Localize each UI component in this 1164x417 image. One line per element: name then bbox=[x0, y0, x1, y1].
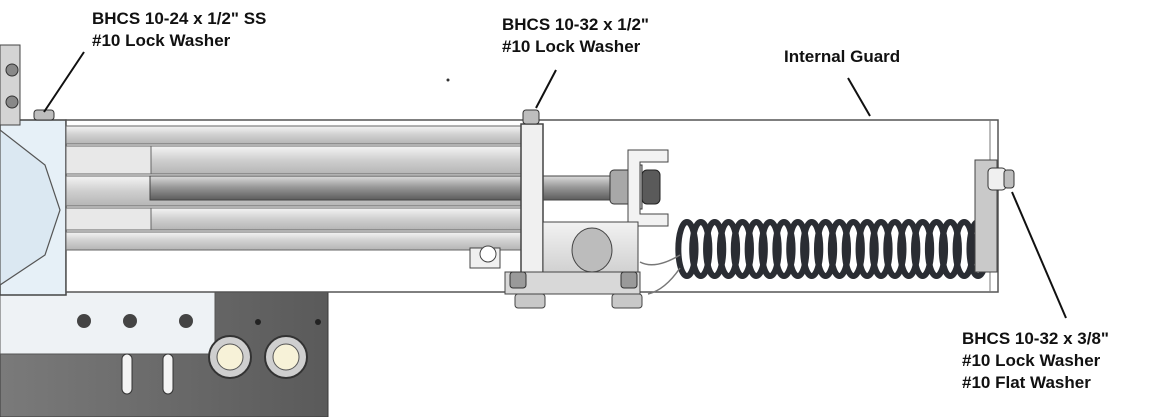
spring-coil bbox=[744, 219, 768, 279]
callout-guard: Internal Guard bbox=[784, 46, 900, 68]
spring-coil bbox=[855, 219, 879, 279]
spring-coil bbox=[772, 219, 796, 279]
wire bbox=[639, 254, 681, 295]
leader-lines bbox=[43, 51, 1067, 319]
callout-left: BHCS 10-24 x 1/2" SS #10 Lock Washer bbox=[92, 8, 266, 52]
middle-bracket bbox=[469, 109, 643, 309]
spring-coil bbox=[924, 219, 949, 279]
callout-right: BHCS 10-32 x 3/8" #10 Lock Washer #10 Fl… bbox=[962, 328, 1109, 394]
spring-coil bbox=[786, 219, 810, 279]
spring-coil bbox=[675, 219, 699, 279]
callout-left-line1: BHCS 10-24 x 1/2" SS bbox=[92, 9, 267, 28]
spring-coil bbox=[813, 219, 838, 279]
callout-right-line3: #10 Flat Washer bbox=[962, 373, 1091, 392]
spring-coil bbox=[952, 219, 976, 279]
left-bracket bbox=[0, 44, 67, 296]
spring-coil bbox=[911, 219, 935, 279]
callout-middle-line2: #10 Lock Washer bbox=[502, 37, 641, 56]
callout-right-line2: #10 Lock Washer bbox=[962, 351, 1101, 370]
spring-coil bbox=[827, 219, 852, 279]
spring-coil bbox=[883, 219, 907, 279]
spring-coil bbox=[938, 219, 962, 279]
coil-spring bbox=[675, 219, 990, 279]
spring-coil bbox=[689, 219, 713, 279]
spring-coil bbox=[800, 219, 824, 279]
callout-right-line1: BHCS 10-32 x 3/8" bbox=[962, 329, 1109, 348]
callout-middle: BHCS 10-32 x 1/2" #10 Lock Washer bbox=[502, 14, 649, 58]
callout-left-line2: #10 Lock Washer bbox=[92, 31, 231, 50]
spring-coil bbox=[703, 219, 727, 279]
spring-coil bbox=[841, 219, 865, 279]
spring-coil bbox=[730, 219, 754, 279]
callout-guard-line1: Internal Guard bbox=[784, 47, 901, 66]
spring-coil bbox=[758, 219, 782, 279]
spring-coil bbox=[716, 219, 741, 279]
spring-coil bbox=[897, 219, 921, 279]
callout-middle-line1: BHCS 10-32 x 1/2" bbox=[502, 15, 649, 34]
right-end-tab bbox=[974, 159, 1015, 273]
spring-coil bbox=[869, 219, 893, 279]
